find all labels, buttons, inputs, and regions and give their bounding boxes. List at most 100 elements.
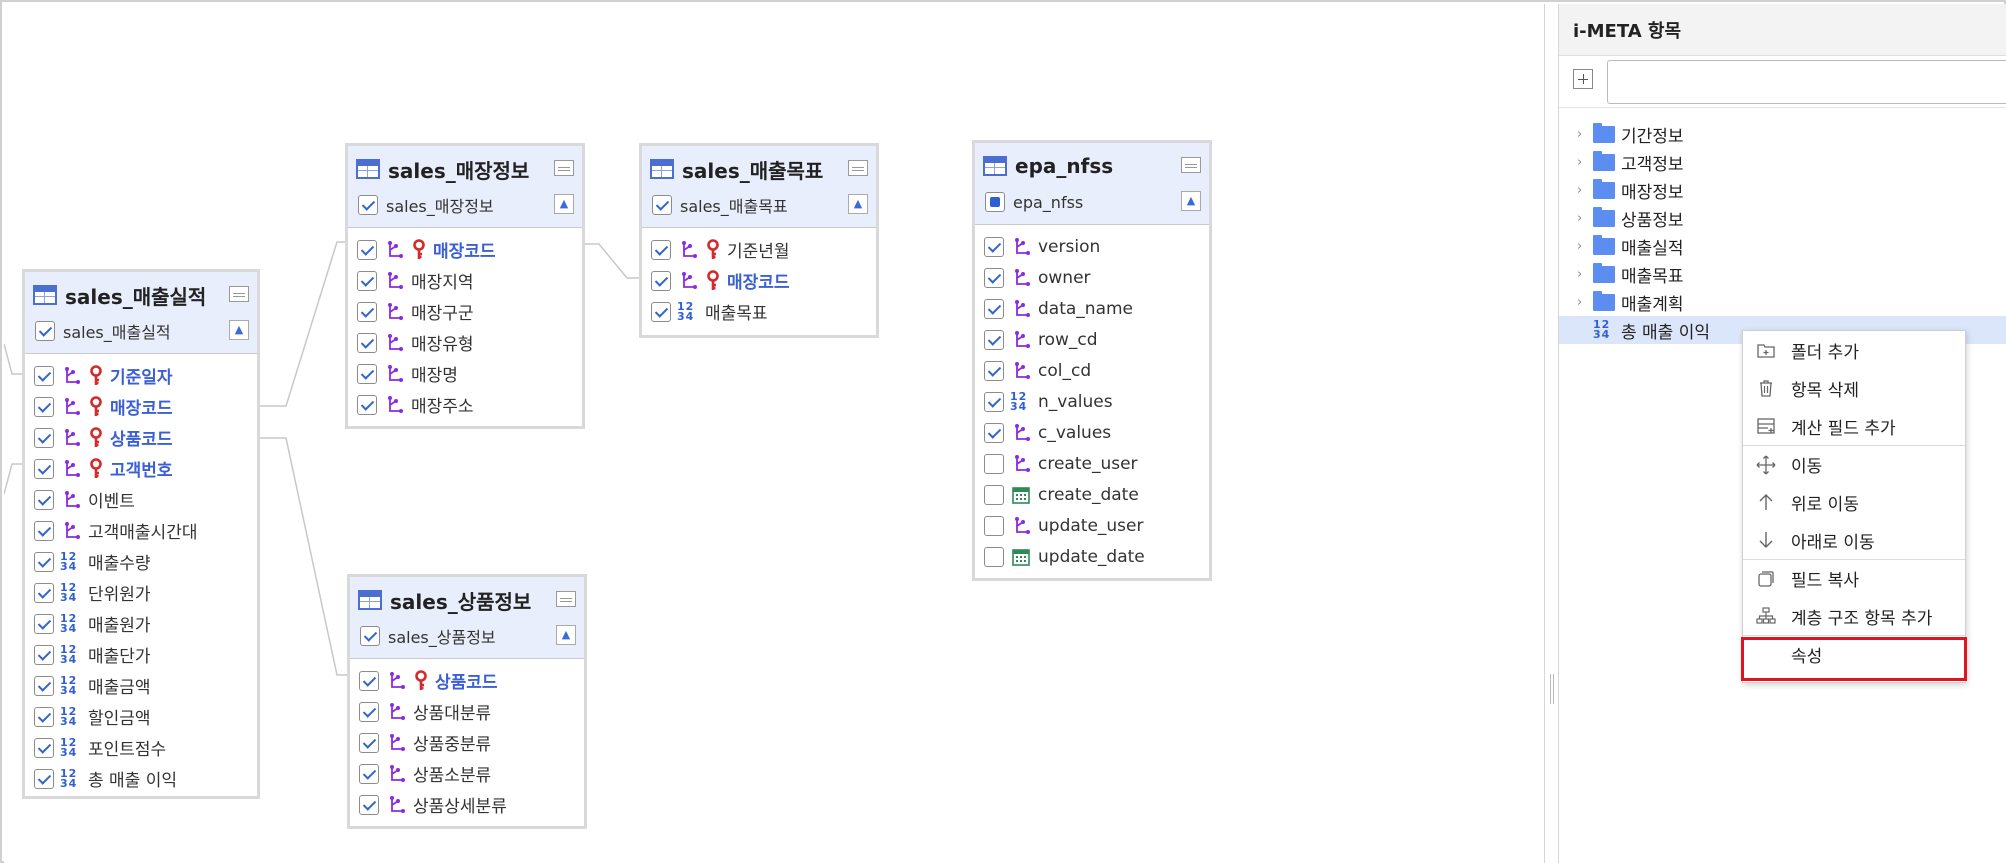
field-row[interactable]: data_name — [975, 293, 1209, 324]
field-checkbox[interactable] — [357, 270, 377, 291]
field-checkbox[interactable] — [984, 391, 1004, 412]
field-row[interactable]: 상품코드 — [350, 665, 584, 696]
context-menu-item[interactable]: 위로 이동 — [1743, 483, 1965, 521]
chevron-right-icon[interactable]: › — [1577, 126, 1583, 142]
field-row[interactable]: 매장지역 — [348, 265, 582, 296]
field-row[interactable]: row_cd — [975, 324, 1209, 355]
field-checkbox[interactable] — [34, 458, 54, 479]
chevron-right-icon[interactable]: › — [1577, 182, 1583, 198]
tree-folder-item[interactable]: ›상품정보 — [1559, 204, 2006, 232]
field-checkbox[interactable] — [359, 732, 379, 753]
field-checkbox[interactable] — [34, 613, 54, 634]
table-checkbox[interactable] — [358, 195, 378, 215]
field-checkbox[interactable] — [34, 520, 54, 541]
chevron-right-icon[interactable]: › — [1577, 210, 1583, 226]
chevron-up-button[interactable]: ▲ — [1181, 191, 1201, 211]
field-row[interactable]: 상품소분류 — [350, 758, 584, 789]
field-checkbox[interactable] — [984, 236, 1004, 257]
field-row[interactable]: 매장유형 — [348, 327, 582, 358]
chevron-right-icon[interactable]: › — [1577, 238, 1583, 254]
context-menu-item[interactable]: 계산 필드 추가 — [1743, 407, 1965, 445]
table-checkbox[interactable] — [360, 626, 380, 646]
field-checkbox[interactable] — [984, 329, 1004, 350]
panel-splitter[interactable] — [1544, 4, 1558, 863]
field-row[interactable]: 이벤트 — [25, 484, 257, 515]
field-checkbox[interactable] — [34, 768, 54, 789]
table-checkbox[interactable] — [985, 192, 1005, 212]
field-row[interactable]: update_user — [975, 510, 1209, 541]
field-row[interactable]: 상품중분류 — [350, 727, 584, 758]
field-checkbox[interactable] — [984, 546, 1004, 567]
field-row[interactable]: 매장코드 — [642, 265, 876, 296]
tree-folder-item[interactable]: ›매출실적 — [1559, 232, 2006, 260]
field-checkbox[interactable] — [651, 301, 671, 322]
field-row[interactable]: version — [975, 231, 1209, 262]
context-menu-item[interactable]: 아래로 이동 — [1743, 521, 1965, 559]
field-checkbox[interactable] — [984, 515, 1004, 536]
field-checkbox[interactable] — [984, 298, 1004, 319]
field-checkbox[interactable] — [651, 270, 671, 291]
field-checkbox[interactable] — [34, 582, 54, 603]
field-checkbox[interactable] — [34, 551, 54, 572]
field-row[interactable]: 상품상세분류 — [350, 789, 584, 820]
field-row[interactable]: 매장코드 — [348, 234, 582, 265]
field-checkbox[interactable] — [357, 332, 377, 353]
field-checkbox[interactable] — [34, 737, 54, 758]
field-checkbox[interactable] — [34, 706, 54, 727]
context-menu-item[interactable]: 계층 구조 항목 추가 — [1743, 597, 1965, 635]
field-row[interactable]: owner — [975, 262, 1209, 293]
table-checkbox[interactable] — [35, 321, 55, 341]
field-row[interactable]: 고객번호 — [25, 453, 257, 484]
context-menu-item[interactable]: 폴더 추가 — [1743, 331, 1965, 369]
field-checkbox[interactable] — [34, 396, 54, 417]
field-row[interactable]: 매장구군 — [348, 296, 582, 327]
collapse-button[interactable] — [1181, 157, 1201, 173]
context-menu-item[interactable]: 이동 — [1743, 445, 1965, 483]
field-checkbox[interactable] — [34, 644, 54, 665]
table-checkbox[interactable] — [652, 195, 672, 215]
tree-folder-item[interactable]: ›매장정보 — [1559, 176, 2006, 204]
field-checkbox[interactable] — [984, 267, 1004, 288]
field-row[interactable]: c_values — [975, 417, 1209, 448]
field-checkbox[interactable] — [34, 489, 54, 510]
tree-folder-item[interactable]: ›매출계획 — [1559, 288, 2006, 316]
context-menu-item[interactable]: 필드 복사 — [1743, 559, 1965, 597]
field-row[interactable]: 고객매출시간대 — [25, 515, 257, 546]
field-row[interactable]: 상품코드 — [25, 422, 257, 453]
field-row[interactable]: 기준일자 — [25, 360, 257, 391]
chevron-up-button[interactable]: ▲ — [554, 194, 574, 214]
field-row[interactable]: 기준년월 — [642, 234, 876, 265]
field-checkbox[interactable] — [359, 670, 379, 691]
field-row[interactable]: col_cd — [975, 355, 1209, 386]
chevron-right-icon[interactable]: › — [1577, 266, 1583, 282]
field-checkbox[interactable] — [357, 363, 377, 384]
splitter-grip[interactable] — [1550, 674, 1554, 704]
chevron-right-icon[interactable]: › — [1577, 294, 1583, 310]
search-input[interactable] — [1607, 60, 2006, 104]
field-row[interactable]: update_date — [975, 541, 1209, 572]
chevron-up-button[interactable]: ▲ — [556, 625, 576, 645]
field-checkbox[interactable] — [984, 453, 1004, 474]
collapse-button[interactable] — [554, 160, 574, 176]
field-checkbox[interactable] — [34, 427, 54, 448]
chevron-right-icon[interactable]: › — [1577, 154, 1583, 170]
field-row[interactable]: 상품대분류 — [350, 696, 584, 727]
field-checkbox[interactable] — [359, 794, 379, 815]
field-checkbox[interactable] — [357, 301, 377, 322]
context-menu-item[interactable]: 속성 — [1743, 635, 1965, 673]
